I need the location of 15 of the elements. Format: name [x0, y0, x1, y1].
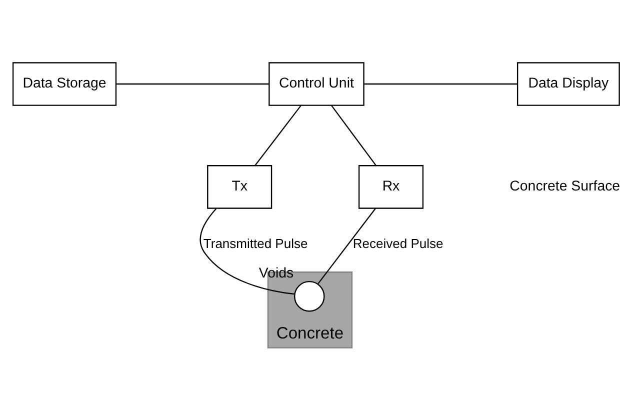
node-box: Control Unit: [268, 62, 364, 106]
connector: [364, 83, 518, 85]
connector: [116, 83, 270, 85]
node-box: Data Display: [516, 62, 620, 106]
node-box: Rx: [358, 165, 424, 209]
edge-label: Received Pulse: [352, 236, 444, 252]
node-box: Tx: [207, 165, 272, 209]
connector: [318, 208, 376, 284]
label: Concrete Surface: [510, 178, 620, 195]
node-circle: [294, 280, 325, 312]
node-box: Data Storage: [12, 62, 117, 106]
connector: [254, 105, 302, 166]
connector: [331, 105, 376, 166]
edge-label: Transmitted Pulse: [203, 236, 308, 252]
connector: [200, 208, 295, 295]
